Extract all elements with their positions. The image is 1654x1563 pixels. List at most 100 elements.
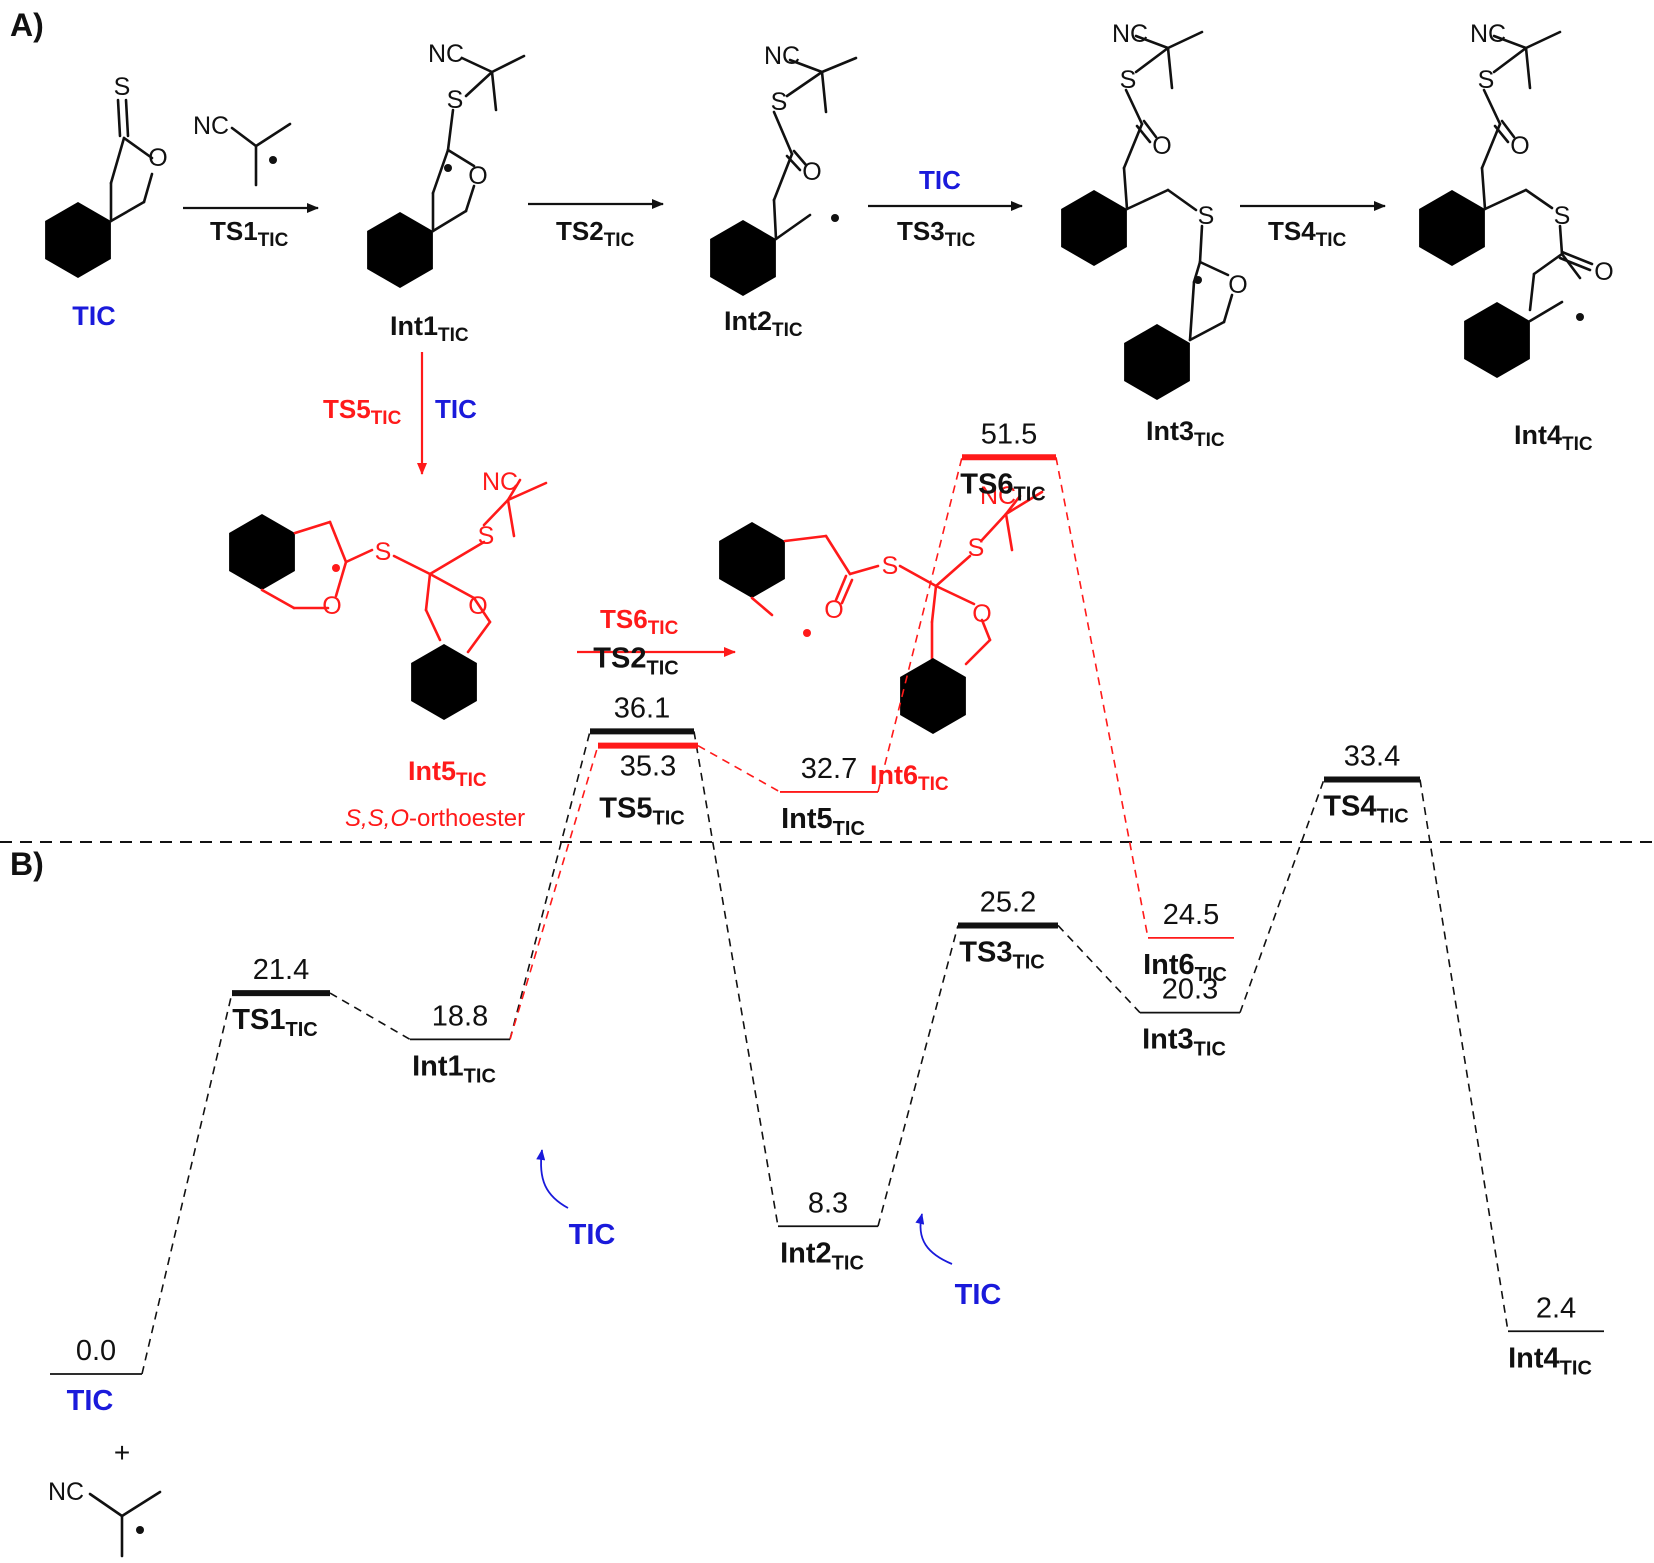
atom-nc: NC bbox=[193, 112, 229, 140]
species-label-tic: TIC bbox=[72, 301, 116, 331]
level-value-int6: 24.5 bbox=[1163, 899, 1219, 931]
level-value-ts6: 51.5 bbox=[981, 418, 1037, 450]
level-name-ts3: TS3TIC bbox=[959, 936, 1044, 973]
atom-s: S bbox=[1120, 66, 1137, 94]
atom-s: S bbox=[114, 73, 131, 101]
species-label-int4: Int4TIC bbox=[1514, 420, 1593, 455]
atom-nc: NC bbox=[482, 468, 518, 496]
atom-s: S bbox=[968, 534, 985, 562]
arrow-ts3-label: TS3TIC bbox=[897, 216, 976, 251]
tic-arrow-2-label: TIC bbox=[955, 1279, 1002, 1311]
atom-s: S bbox=[447, 86, 464, 114]
atom-o: O bbox=[1594, 258, 1613, 286]
structure-int3: S NC O S O bbox=[1061, 20, 1248, 400]
arrow-ts5-label: TS5TIC bbox=[323, 394, 402, 429]
arrow-ts3-reagent: TIC bbox=[919, 165, 961, 195]
atom-nc: NC bbox=[1112, 20, 1148, 48]
atom-s: S bbox=[882, 552, 899, 580]
level-value-ts2: 36.1 bbox=[614, 692, 670, 724]
structure-int5: S S O O NC bbox=[229, 468, 548, 720]
atom-s: S bbox=[1198, 202, 1215, 230]
level-name-int6: Int6TIC bbox=[1143, 949, 1227, 986]
level-value-int3: 20.3 bbox=[1162, 974, 1218, 1006]
species-label-int3: Int3TIC bbox=[1146, 416, 1225, 451]
level-name-int4: Int4TIC bbox=[1508, 1342, 1592, 1379]
connector-int3-ts4 bbox=[1239, 779, 1325, 1013]
level-name-ts5: TS5TIC bbox=[599, 793, 684, 830]
atom-s: S bbox=[1554, 202, 1571, 230]
arrow-ts4-label: TS4TIC bbox=[1268, 216, 1347, 251]
connector-int1-ts5 bbox=[509, 745, 599, 1040]
atom-s: S bbox=[375, 538, 392, 566]
atom-s: S bbox=[771, 88, 788, 116]
structure-int1: S NC O bbox=[367, 40, 526, 288]
level-name-ts4: TS4TIC bbox=[1323, 790, 1408, 827]
structure-tic: S O bbox=[45, 73, 168, 278]
structure-int6: S S O O NC bbox=[719, 482, 1044, 734]
tic-arrow-2 bbox=[915, 1213, 953, 1265]
scheme: S O TIC NC TS1TIC S bbox=[45, 20, 1614, 832]
connector-ts3-int3 bbox=[1057, 924, 1141, 1014]
energy-diagram: 0.0 21.4 18.8 36.1 35.3 32.7 51.5 24.5 8.3 25.2 20… bbox=[50, 418, 1604, 1417]
tic-arrow-1 bbox=[536, 1149, 569, 1209]
species-label-int6: Int6TIC bbox=[870, 760, 949, 795]
level-name-int1: Int1TIC bbox=[412, 1050, 496, 1087]
atom-o: O bbox=[1510, 132, 1529, 160]
level-value-int5: 32.7 bbox=[801, 753, 857, 785]
panel-b-label: B) bbox=[10, 846, 44, 882]
arrow-ts1-label: TS1TIC bbox=[210, 216, 289, 251]
structure-radical: NC bbox=[193, 112, 292, 187]
atom-o: O bbox=[468, 592, 487, 620]
connector-ts1-int1 bbox=[329, 992, 411, 1041]
atom-o: O bbox=[1152, 132, 1171, 160]
arrow-ts2-label: TS2TIC bbox=[556, 216, 635, 251]
atom-o: O bbox=[322, 592, 341, 620]
atom-nc: NC bbox=[428, 40, 464, 68]
energy-value-labels: 0.0 21.4 18.8 36.1 35.3 32.7 51.5 24.5 8.3 25.2 20… bbox=[76, 418, 1576, 1367]
atom-nc: NC bbox=[48, 1478, 84, 1506]
tic-arrow-1-label: TIC bbox=[569, 1219, 616, 1251]
atom-o: O bbox=[802, 158, 821, 186]
arrow-ts5-reagent: TIC bbox=[435, 394, 477, 424]
atom-nc: NC bbox=[764, 42, 800, 70]
level-value-ts5: 35.3 bbox=[620, 751, 676, 783]
level-name-tic: TIC bbox=[67, 1385, 114, 1417]
level-name-ts6: TS6TIC bbox=[960, 468, 1045, 505]
level-value-int2: 8.3 bbox=[808, 1187, 848, 1219]
connector-int1-ts2 bbox=[509, 731, 591, 1040]
atom-nc: NC bbox=[980, 482, 1016, 510]
level-value-int4: 2.4 bbox=[1536, 1292, 1576, 1324]
atom-o: O bbox=[148, 144, 167, 172]
level-name-int5: Int5TIC bbox=[781, 803, 865, 840]
level-value-ts4: 33.4 bbox=[1344, 740, 1400, 772]
arrow-ts6-label: TS6TIC bbox=[600, 604, 679, 639]
orthoester-caption: S,S,O-orthoester bbox=[345, 805, 525, 832]
level-name-ts1: TS1TIC bbox=[232, 1004, 317, 1041]
level-value-ts1: 21.4 bbox=[253, 954, 309, 986]
atom-o: O bbox=[972, 600, 991, 628]
atom-o: O bbox=[824, 596, 843, 624]
energy-connectors bbox=[141, 457, 1509, 1375]
connector-tic-ts1 bbox=[141, 992, 233, 1375]
level-value-tic: 0.0 bbox=[76, 1335, 116, 1367]
connector-ts4-int4 bbox=[1419, 779, 1509, 1332]
structure-int2: S NC O bbox=[710, 42, 858, 296]
species-label-int1: Int1TIC bbox=[390, 311, 469, 346]
level-value-int1: 18.8 bbox=[432, 1000, 488, 1032]
level-value-ts3: 25.2 bbox=[980, 886, 1036, 918]
structure-radical-reactant: NC bbox=[48, 1478, 162, 1558]
panel-a-label: A) bbox=[10, 7, 44, 43]
level-name-int2: Int2TIC bbox=[780, 1237, 864, 1274]
tic-arrows: TIC TIC bbox=[536, 1149, 1002, 1311]
species-label-int2: Int2TIC bbox=[724, 306, 803, 341]
connector-int2-ts3 bbox=[877, 925, 959, 1227]
structure-int4: S NC O S O bbox=[1419, 20, 1614, 378]
atom-o: O bbox=[468, 162, 487, 190]
level-name-int3: Int3TIC bbox=[1142, 1024, 1226, 1061]
connector-int5-ts6 bbox=[877, 457, 963, 793]
energy-levels bbox=[50, 454, 1604, 1375]
atom-o: O bbox=[1228, 271, 1247, 299]
species-label-int5: Int5TIC bbox=[408, 756, 487, 791]
